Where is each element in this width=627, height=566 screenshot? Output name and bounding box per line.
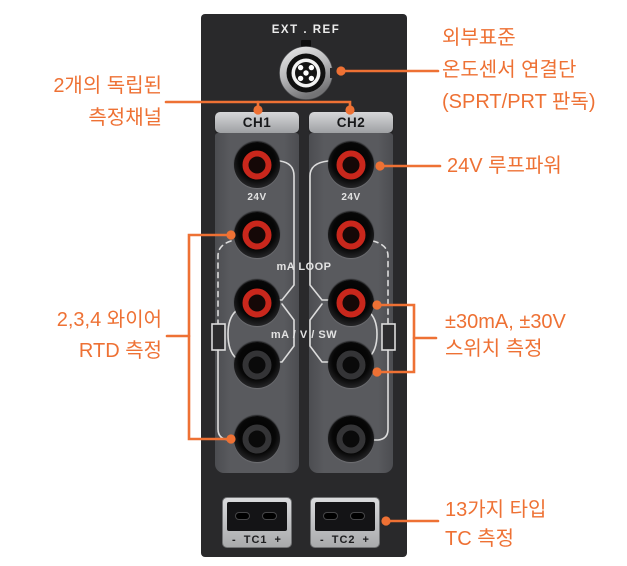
ma-loop-label: mA LOOP <box>276 261 332 273</box>
ch1-jack-ma-v-sw-plus <box>234 280 280 326</box>
ch1-jack-ma-v-sw-minus <box>234 342 280 388</box>
tc2-label: - TC2 + <box>320 534 370 546</box>
annotation-ext-ref-sensor: 외부표준 온도센서 연결단 (SPRT/PRT 판독) <box>442 27 596 113</box>
tc2-slot-minus <box>324 513 337 519</box>
ext-ref-label: EXT . REF <box>271 24 341 36</box>
ch2-jack-loop <box>328 212 374 258</box>
channel-1-tab: CH1 <box>215 112 299 133</box>
ma-v-sw-label: mA / V / SW <box>270 329 338 341</box>
annotation-tc-measure: 13가지 타입 TC 측정 <box>445 499 547 550</box>
ch2-jack-24v-plus <box>328 142 374 188</box>
ch1-jack-loop <box>234 212 280 258</box>
ch2-jack-common <box>328 416 374 462</box>
annotation-switch-measure: ±30mA, ±30V 스위치 측정 <box>445 311 566 360</box>
channel-2-tab: CH2 <box>309 112 393 133</box>
tc2-terminal: - TC2 + <box>310 497 380 548</box>
ch2-jack-ma-v-sw-plus <box>328 280 374 326</box>
ch1-jack-24v-plus <box>234 142 280 188</box>
annotation-rtd-measure: 2,3,4 와이어 RTD 측정 <box>56 309 162 362</box>
annotation-loop-power: 24V 루프파워 <box>447 155 562 177</box>
tc1-terminal: - TC1 + <box>222 497 292 548</box>
tc1-slot-minus <box>236 513 249 519</box>
tc2-socket <box>315 502 375 531</box>
tc2-slot-plus <box>351 513 364 519</box>
annotation-independent-channels: 2개의 독립된 측정채널 <box>53 75 162 129</box>
ch1-jack-common <box>234 416 280 462</box>
tc1-slot-plus <box>263 513 276 519</box>
tc1-label: - TC1 + <box>232 534 282 546</box>
tc1-socket <box>227 502 287 531</box>
ch2-jack-ma-v-sw-minus <box>328 342 374 388</box>
ch1-24v-label: 24V <box>247 192 267 203</box>
ch2-24v-label: 24V <box>341 192 361 203</box>
